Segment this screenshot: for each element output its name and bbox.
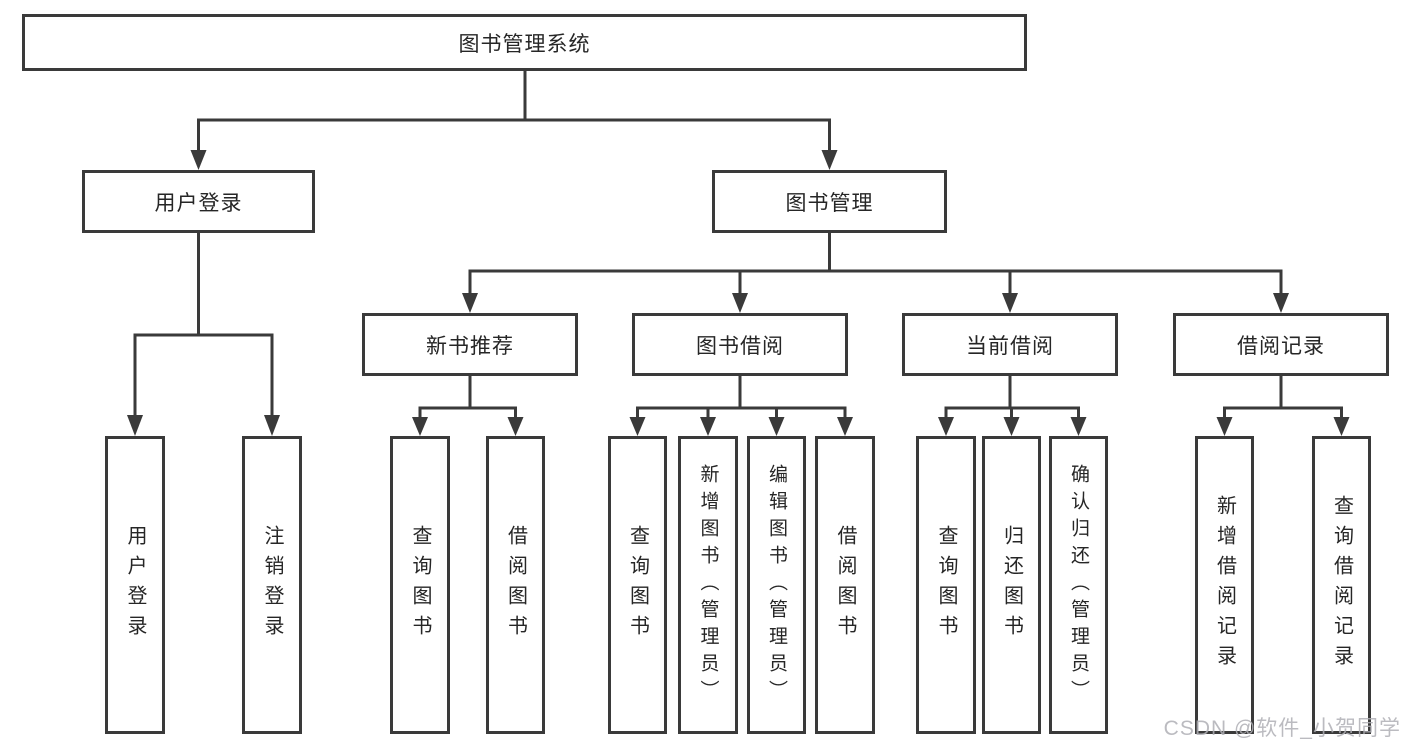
- leaf-edit-books-admin-label: 编辑图书（管理员）: [766, 463, 787, 707]
- leaf-query-books-recommend: 查询图书: [390, 436, 450, 734]
- edges-book-management: [462, 233, 1289, 313]
- arrowhead-icon: [629, 417, 646, 436]
- leaf-logout: 注销登录: [242, 436, 302, 734]
- node-book-borrow-label: 图书借阅: [696, 334, 784, 358]
- leaf-confirm-return-admin-label: 确认归还（管理员）: [1068, 463, 1089, 707]
- arrowhead-icon: [768, 417, 785, 436]
- node-current-borrow-label: 当前借阅: [966, 334, 1054, 358]
- arrowhead-icon: [700, 417, 716, 436]
- arrowhead-icon: [938, 417, 954, 436]
- edges-new-book: [412, 376, 524, 436]
- arrowhead-icon: [1002, 293, 1018, 313]
- arrowhead-icon: [732, 293, 748, 313]
- node-book-management: 图书管理: [712, 170, 947, 233]
- edges-book-borrow: [629, 376, 853, 436]
- node-borrow-records-label: 借阅记录: [1237, 334, 1325, 358]
- arrowhead-icon: [1333, 417, 1350, 436]
- leaf-query-borrow-record-label: 查询借阅记录: [1330, 495, 1353, 675]
- arrowhead-icon: [821, 150, 838, 170]
- leaf-add-borrow-record-label: 新增借阅记录: [1213, 495, 1236, 675]
- arrowhead-icon: [1070, 417, 1087, 436]
- arrowhead-icon: [507, 417, 524, 436]
- leaf-logout-label: 注销登录: [261, 525, 283, 645]
- leaf-query-borrow-record: 查询借阅记录: [1312, 436, 1371, 734]
- leaf-user-login-label: 用户登录: [124, 525, 146, 645]
- leaf-add-books-admin: 新增图书（管理员）: [678, 436, 738, 734]
- node-borrow-records: 借阅记录: [1173, 313, 1389, 376]
- leaf-query-books-borrow-label: 查询图书: [626, 525, 649, 645]
- arrowhead-icon: [837, 417, 853, 436]
- leaf-query-books-current: 查询图书: [916, 436, 976, 734]
- arrowhead-icon: [1273, 293, 1289, 313]
- node-root-label: 图书管理系统: [458, 32, 591, 56]
- node-new-book-recommend-label: 新书推荐: [426, 334, 514, 358]
- leaf-return-books-label: 归还图书: [1000, 525, 1023, 645]
- arrowhead-icon: [462, 293, 478, 313]
- edges-root: [190, 70, 838, 170]
- leaf-borrow-books-label: 借阅图书: [834, 525, 856, 645]
- leaf-query-books-current-label: 查询图书: [935, 525, 957, 645]
- node-user-login-label: 用户登录: [154, 191, 243, 215]
- arrowhead-icon: [264, 415, 280, 436]
- arrowhead-icon: [412, 417, 428, 436]
- node-book-management-label: 图书管理: [785, 191, 874, 215]
- edges-borrow-records: [1216, 376, 1350, 436]
- node-current-borrow: 当前借阅: [902, 313, 1118, 376]
- leaf-user-login: 用户登录: [105, 436, 165, 734]
- csdn-watermark: CSDN @软件_小贺同学: [1163, 717, 1401, 740]
- leaf-confirm-return-admin: 确认归还（管理员）: [1049, 436, 1108, 734]
- arrowhead-icon: [127, 415, 143, 436]
- leaf-edit-books-admin: 编辑图书（管理员）: [747, 436, 806, 734]
- node-book-borrow: 图书借阅: [632, 313, 848, 376]
- leaf-borrow-books-recommend: 借阅图书: [486, 436, 545, 734]
- arrowhead-icon: [1003, 417, 1020, 436]
- leaf-return-books: 归还图书: [982, 436, 1041, 734]
- arrowhead-icon: [1216, 417, 1233, 436]
- leaf-add-borrow-record: 新增借阅记录: [1195, 436, 1254, 734]
- leaf-borrow-books: 借阅图书: [815, 436, 875, 734]
- node-user-login: 用户登录: [82, 170, 315, 233]
- arrowhead-icon: [190, 150, 207, 170]
- leaf-query-books-recommend-label: 查询图书: [409, 525, 431, 645]
- node-root: 图书管理系统: [22, 14, 1027, 71]
- node-new-book-recommend: 新书推荐: [362, 313, 578, 376]
- leaf-add-books-admin-label: 新增图书（管理员）: [697, 463, 719, 707]
- edges-user-login: [127, 233, 280, 436]
- leaf-borrow-books-recommend-label: 借阅图书: [504, 525, 527, 645]
- leaf-query-books-borrow: 查询图书: [608, 436, 667, 734]
- edges-current-borrow: [938, 376, 1087, 436]
